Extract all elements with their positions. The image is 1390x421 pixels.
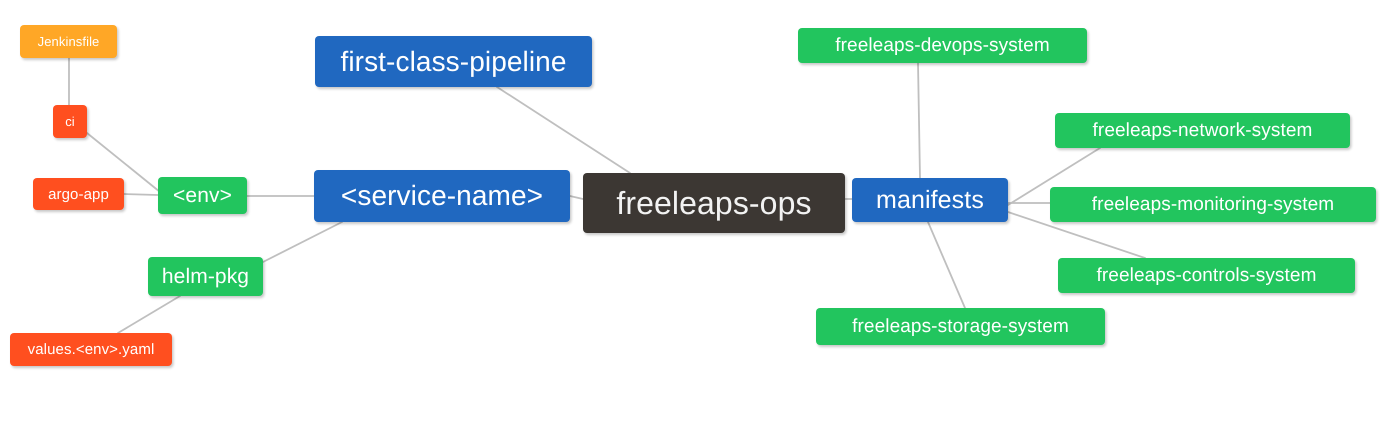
node-label-helm-pkg: helm-pkg xyxy=(161,265,250,288)
node-label-ci: ci xyxy=(65,114,75,129)
edge-helm-pkg-to-values-env-yaml xyxy=(117,295,181,334)
node-service-name[interactable]: <service-name> xyxy=(314,170,570,222)
node-manifests[interactable]: manifests xyxy=(852,178,1008,222)
edge-service-name-to-helm-pkg xyxy=(262,221,343,263)
node-env[interactable]: <env> xyxy=(158,177,247,214)
edge-manifests-to-freeleaps-devops-system xyxy=(917,62,921,179)
node-first-class-pipeline[interactable]: first-class-pipeline xyxy=(315,36,592,87)
node-values-env-yaml[interactable]: values.<env>.yaml xyxy=(10,333,172,366)
node-label-first-class-pipeline: first-class-pipeline xyxy=(340,45,567,77)
node-label-argo-app: argo-app xyxy=(48,185,109,203)
edge-service-name-to-freeleaps-ops xyxy=(569,195,584,200)
node-label-freeleaps-storage-system: freeleaps-storage-system xyxy=(852,316,1069,337)
node-freeleaps-monitoring-system[interactable]: freeleaps-monitoring-system xyxy=(1050,187,1376,222)
node-label-values-env-yaml: values.<env>.yaml xyxy=(27,341,155,358)
node-label-freeleaps-controls-system: freeleaps-controls-system xyxy=(1096,265,1317,286)
node-freeleaps-controls-system[interactable]: freeleaps-controls-system xyxy=(1058,258,1355,293)
node-label-freeleaps-devops-system: freeleaps-devops-system xyxy=(835,35,1050,56)
edge-argo-app-to-env xyxy=(123,193,159,196)
node-ci[interactable]: ci xyxy=(53,105,87,138)
node-freeleaps-devops-system[interactable]: freeleaps-devops-system xyxy=(798,28,1087,63)
node-argo-app[interactable]: argo-app xyxy=(33,178,124,210)
node-freeleaps-storage-system[interactable]: freeleaps-storage-system xyxy=(816,308,1105,345)
node-jenkinsfile[interactable]: Jenkinsfile xyxy=(20,25,117,58)
edge-first-class-pipeline-to-freeleaps-ops xyxy=(496,86,631,174)
node-freeleaps-ops[interactable]: freeleaps-ops xyxy=(583,173,845,233)
node-label-freeleaps-network-system: freeleaps-network-system xyxy=(1092,120,1313,141)
node-label-jenkinsfile: Jenkinsfile xyxy=(37,34,100,49)
node-label-service-name: <service-name> xyxy=(340,180,544,211)
edge-manifests-to-freeleaps-storage-system xyxy=(927,221,966,309)
node-label-manifests: manifests xyxy=(876,185,984,214)
node-label-freeleaps-ops: freeleaps-ops xyxy=(616,185,812,221)
node-freeleaps-network-system[interactable]: freeleaps-network-system xyxy=(1055,113,1350,148)
node-helm-pkg[interactable]: helm-pkg xyxy=(148,257,263,296)
node-label-env: <env> xyxy=(173,184,232,207)
node-label-freeleaps-monitoring-system: freeleaps-monitoring-system xyxy=(1091,194,1335,215)
